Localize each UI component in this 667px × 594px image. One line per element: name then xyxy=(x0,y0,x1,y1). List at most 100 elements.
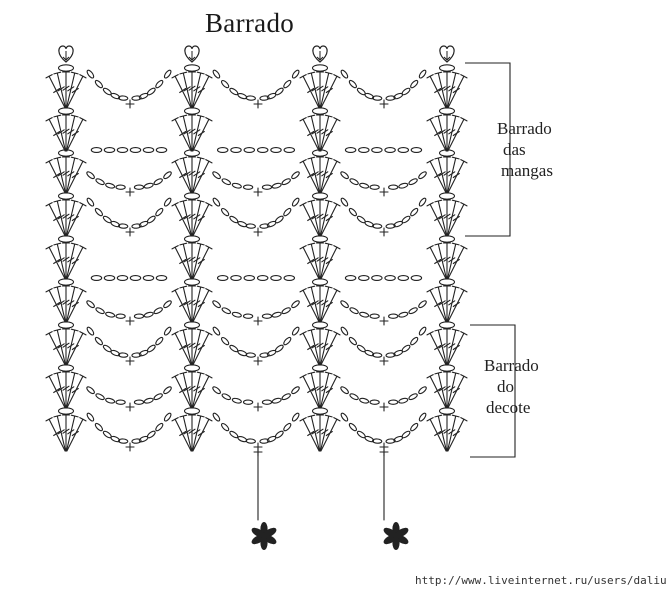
asterisk-center xyxy=(261,533,267,539)
section-brackets xyxy=(465,62,516,458)
stitch-cross-slash xyxy=(311,386,319,392)
chain-stitch xyxy=(274,344,284,353)
stitch-top-bar xyxy=(53,285,62,289)
stitch-cross-slash xyxy=(193,343,201,349)
stitch-top-bar xyxy=(324,328,333,332)
double-crochet-post xyxy=(429,375,447,409)
chain-stitch xyxy=(103,147,116,153)
chain-stitch xyxy=(142,147,155,153)
stitch-rows xyxy=(45,64,468,521)
stitch-cross-slash xyxy=(434,430,442,437)
chain-stitch xyxy=(155,336,164,346)
stitch-top-bar xyxy=(196,114,205,118)
stitch-top-bar xyxy=(205,74,213,79)
chain-stitch xyxy=(348,207,357,217)
stitch-top-bar xyxy=(451,242,460,246)
stitch-cross-slash xyxy=(307,387,315,394)
stitch-cross-slash xyxy=(67,386,75,392)
stitch-cross-slash xyxy=(179,172,187,179)
double-crochet-post xyxy=(319,329,330,366)
stitch-top-bar xyxy=(299,159,307,164)
chain-stitch xyxy=(369,313,380,319)
stitch-cross-slash xyxy=(57,300,65,306)
stitch-cross-slash xyxy=(62,428,70,434)
stitch-top-bar xyxy=(434,285,443,289)
stitch-cross-slash xyxy=(452,430,460,437)
chain-stitch xyxy=(281,393,291,401)
stitch-top-bar xyxy=(53,328,62,332)
chain-stitch xyxy=(86,171,95,180)
stitch-cross-slash xyxy=(307,215,315,222)
stitch-top-bar xyxy=(179,371,188,375)
chain-stitch xyxy=(183,278,201,286)
stitch-cross-slash xyxy=(197,87,205,94)
chain-stitch xyxy=(388,184,399,190)
stitch-top-bar xyxy=(333,245,341,250)
stitch-cross-slash xyxy=(67,343,75,349)
stitch-cross-slash xyxy=(307,172,315,179)
chain-stitch xyxy=(57,364,75,372)
chain-stitch xyxy=(340,171,349,180)
stitch-cross-slash xyxy=(53,430,61,437)
stitch-top-bar xyxy=(70,328,79,332)
stitch-cross-slash xyxy=(179,215,187,222)
stitch-top-bar xyxy=(434,242,443,246)
chain-stitch xyxy=(220,422,230,432)
stitch-cross-slash xyxy=(193,214,201,220)
chain-stitch xyxy=(163,386,172,395)
heart-ring-arrow xyxy=(188,51,196,61)
sleeve-label-line-3: mangas xyxy=(501,161,553,180)
stitch-cross-slash xyxy=(62,170,70,176)
heart-ring-arrow xyxy=(62,51,70,61)
stitch-cross-slash xyxy=(438,300,446,306)
stitch-cross-slash xyxy=(448,129,456,135)
chain-stitch xyxy=(281,307,291,315)
chain-stitch xyxy=(283,79,292,89)
stitch-cross-slash xyxy=(188,213,196,219)
chain-stitch xyxy=(118,438,129,444)
chain-stitch xyxy=(116,147,129,153)
double-crochet-post xyxy=(429,118,447,152)
double-crochet-post xyxy=(56,329,67,366)
stitch-top-bar xyxy=(79,374,87,379)
stitch-cross-slash xyxy=(179,430,187,437)
chain-stitch xyxy=(86,69,95,79)
stitch-cross-slash xyxy=(57,86,65,92)
stitch-cross-slash xyxy=(193,300,201,306)
double-crochet-post xyxy=(446,200,457,237)
stitch-cross-slash xyxy=(188,170,196,176)
chain-stitch xyxy=(259,223,270,229)
double-crochet-post xyxy=(446,115,457,152)
double-crochet-post xyxy=(48,160,66,194)
stitch-cross-slash xyxy=(325,301,333,308)
stitch-top-bar xyxy=(53,414,62,418)
double-crochet-post xyxy=(310,415,321,452)
stitch-cross-slash xyxy=(71,172,79,179)
stitch-top-bar xyxy=(451,285,460,289)
stitch-cross-slash xyxy=(197,130,205,137)
stitch-top-bar xyxy=(324,114,333,118)
double-crochet-post xyxy=(66,332,84,366)
chain-stitch xyxy=(242,399,254,405)
chain-stitch xyxy=(105,397,116,404)
double-crochet-post xyxy=(310,157,321,194)
stitch-cross-slash xyxy=(434,301,442,308)
double-crochet-post xyxy=(174,289,192,323)
stitch-top-bar xyxy=(307,199,316,203)
stitch-top-bar xyxy=(70,156,79,160)
double-crochet-post xyxy=(48,418,66,452)
stitch-cross-slash xyxy=(443,85,451,91)
chain-stitch xyxy=(364,92,375,100)
stitch-top-bar xyxy=(451,414,460,418)
stitch-cross-slash xyxy=(316,213,324,219)
double-crochet-post xyxy=(56,372,67,409)
stitch-top-bar xyxy=(426,202,434,207)
chart-title: Barrado xyxy=(205,8,295,38)
chain-stitch xyxy=(221,393,232,401)
double-crochet-post xyxy=(320,160,338,194)
stitch-cross-slash xyxy=(71,387,79,394)
chain-stitch xyxy=(271,397,282,404)
stitch-top-bar xyxy=(460,245,468,250)
sleeve-label-line-1: Barrado xyxy=(497,119,552,138)
chain-stitch xyxy=(358,275,370,281)
